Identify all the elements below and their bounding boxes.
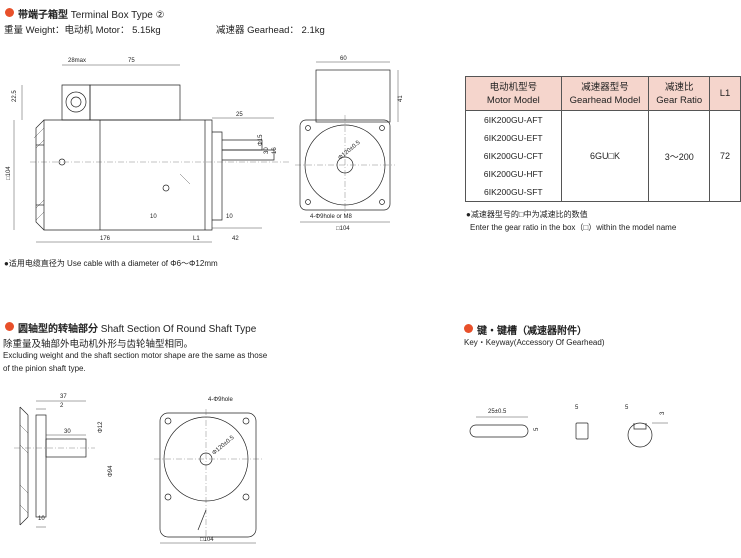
section-bullet-icon (5, 8, 14, 17)
section3-title-en: Key・Keyway(Accessory Of Gearhead) (464, 338, 605, 347)
dim-box-h: 22.5 (12, 90, 18, 102)
section1-title-en: Terminal Box Type ② (70, 10, 165, 21)
dim-phi12: Φ12 (98, 421, 104, 433)
model-hft: 6IK200GU-HFT (483, 169, 543, 179)
front-flange-2 (159, 412, 257, 538)
section1-title: 带端子箱型 Terminal Box Type ② (18, 6, 165, 21)
section2-title: 圆轴型的转轴部分 Shaft Section Of Round Shaft Ty… (18, 320, 256, 335)
motor-body (43, 119, 213, 231)
key-side (469, 424, 529, 438)
dim-t10a: 10 (150, 214, 157, 220)
ratio-cell: 3～200 (648, 110, 711, 202)
section2-line1: 除重量及轴部外电动机外形与齿轮轴型相同。 (3, 339, 194, 350)
dim-d30: 30 (64, 429, 71, 435)
dim-d42: 42 (232, 236, 239, 242)
terminal-box (89, 84, 181, 121)
dim-l1: L1 (193, 236, 200, 242)
model-cft: 6IK200GU-CFT (483, 151, 543, 161)
dim-d2: 2 (60, 403, 64, 409)
weight-motor: 重量 Weight：电动机 Motor： 5.15kg (4, 25, 161, 36)
dim-t10b: 10 (226, 214, 233, 220)
section2-line3: of the pinion shaft type. (3, 364, 86, 373)
dim-pcd2: Φ120±0.5 (211, 435, 236, 457)
round-shaft-drawing: 37 2 30 10 Φ12 Φ94 4-Φ9hole Φ120±0.5 □10… (14, 394, 262, 544)
section3-title: 键・键槽（减速器附件） (477, 326, 587, 337)
section2-title-cn: 圆轴型的转轴部分 (18, 324, 98, 335)
section-bullet-icon (5, 322, 14, 331)
motor-models-cell: 6IK200GU-AFT 6IK200GU-EFT 6IK200GU-CFT 6… (465, 110, 562, 202)
dim-k5b: 5 (575, 405, 579, 411)
keyway-shaft (627, 422, 653, 448)
gearhead-cell: 6GU□K (560, 110, 650, 202)
dim-key-len: 25 (236, 112, 243, 118)
dim-total-len: 176 (100, 236, 111, 242)
header-l1: L1 (709, 76, 741, 111)
dim-holes: 4-Φ9hole or M8 (310, 214, 352, 220)
gearhead-body (212, 131, 223, 221)
side-terminal-box (315, 69, 391, 123)
flange-side (19, 406, 29, 526)
dim-box-len: 75 (128, 58, 135, 64)
dim-box-max: 28max (68, 58, 86, 64)
dim-k5a: 5 (534, 427, 540, 431)
key-keyway-drawing: 25±0.5 5 5 5 3 (469, 405, 668, 448)
dim-d16: 16 (272, 147, 278, 154)
model-afT: 6IK200GU-AFT (484, 115, 543, 125)
dim-k25: 25±0.5 (488, 409, 507, 415)
model-sft: 6IK200GU-SFT (484, 187, 543, 197)
l1-cell: 72 (709, 110, 741, 202)
dim-holes2: 4-Φ9hole (208, 397, 233, 403)
weight-gear: 减速器 Gearhead： 2.1kg (216, 25, 325, 36)
dim-shaft-dia: Φ15 (258, 134, 264, 146)
table-row: 6IK200GU-AFT 6IK200GU-EFT 6IK200GU-CFT 6… (465, 110, 741, 202)
table-note-cn: ●减速器型号的□中为减速比的数值 (466, 210, 588, 219)
dim-side-41: 41 (398, 95, 404, 102)
dim-d30: 30 (264, 147, 270, 154)
dim-k3: 3 (660, 411, 666, 415)
section2-line2: Excluding weight and the shaft section m… (3, 351, 268, 360)
dim-phi94: Φ94 (108, 465, 114, 477)
section2-title-en: Shaft Section Of Round Shaft Type (100, 324, 257, 335)
dim-sq104-2: □104 (200, 537, 214, 543)
cable-note: ●适用电缆直径为 Use cable with a diameter of Φ6… (4, 259, 218, 268)
key-end (575, 422, 589, 440)
dim-side-60: 60 (340, 56, 347, 62)
section-bullet-icon (464, 324, 473, 333)
dim-d10: 10 (38, 516, 45, 522)
dim-sq104b: □104 (336, 226, 350, 232)
model-eft: 6IK200GU-EFT (484, 133, 543, 143)
table-note-en: Enter the gear ratio in the box（□）within… (470, 223, 677, 232)
terminal-box-drawing: 28max 75 22.5 □104 25 Φ15 30 16 10 10 17… (6, 56, 404, 243)
section1-title-cn: 带端子箱型 (18, 10, 68, 21)
dim-sq104: □104 (6, 166, 12, 180)
dim-k5c: 5 (625, 405, 629, 411)
dim-d37: 37 (60, 394, 67, 400)
